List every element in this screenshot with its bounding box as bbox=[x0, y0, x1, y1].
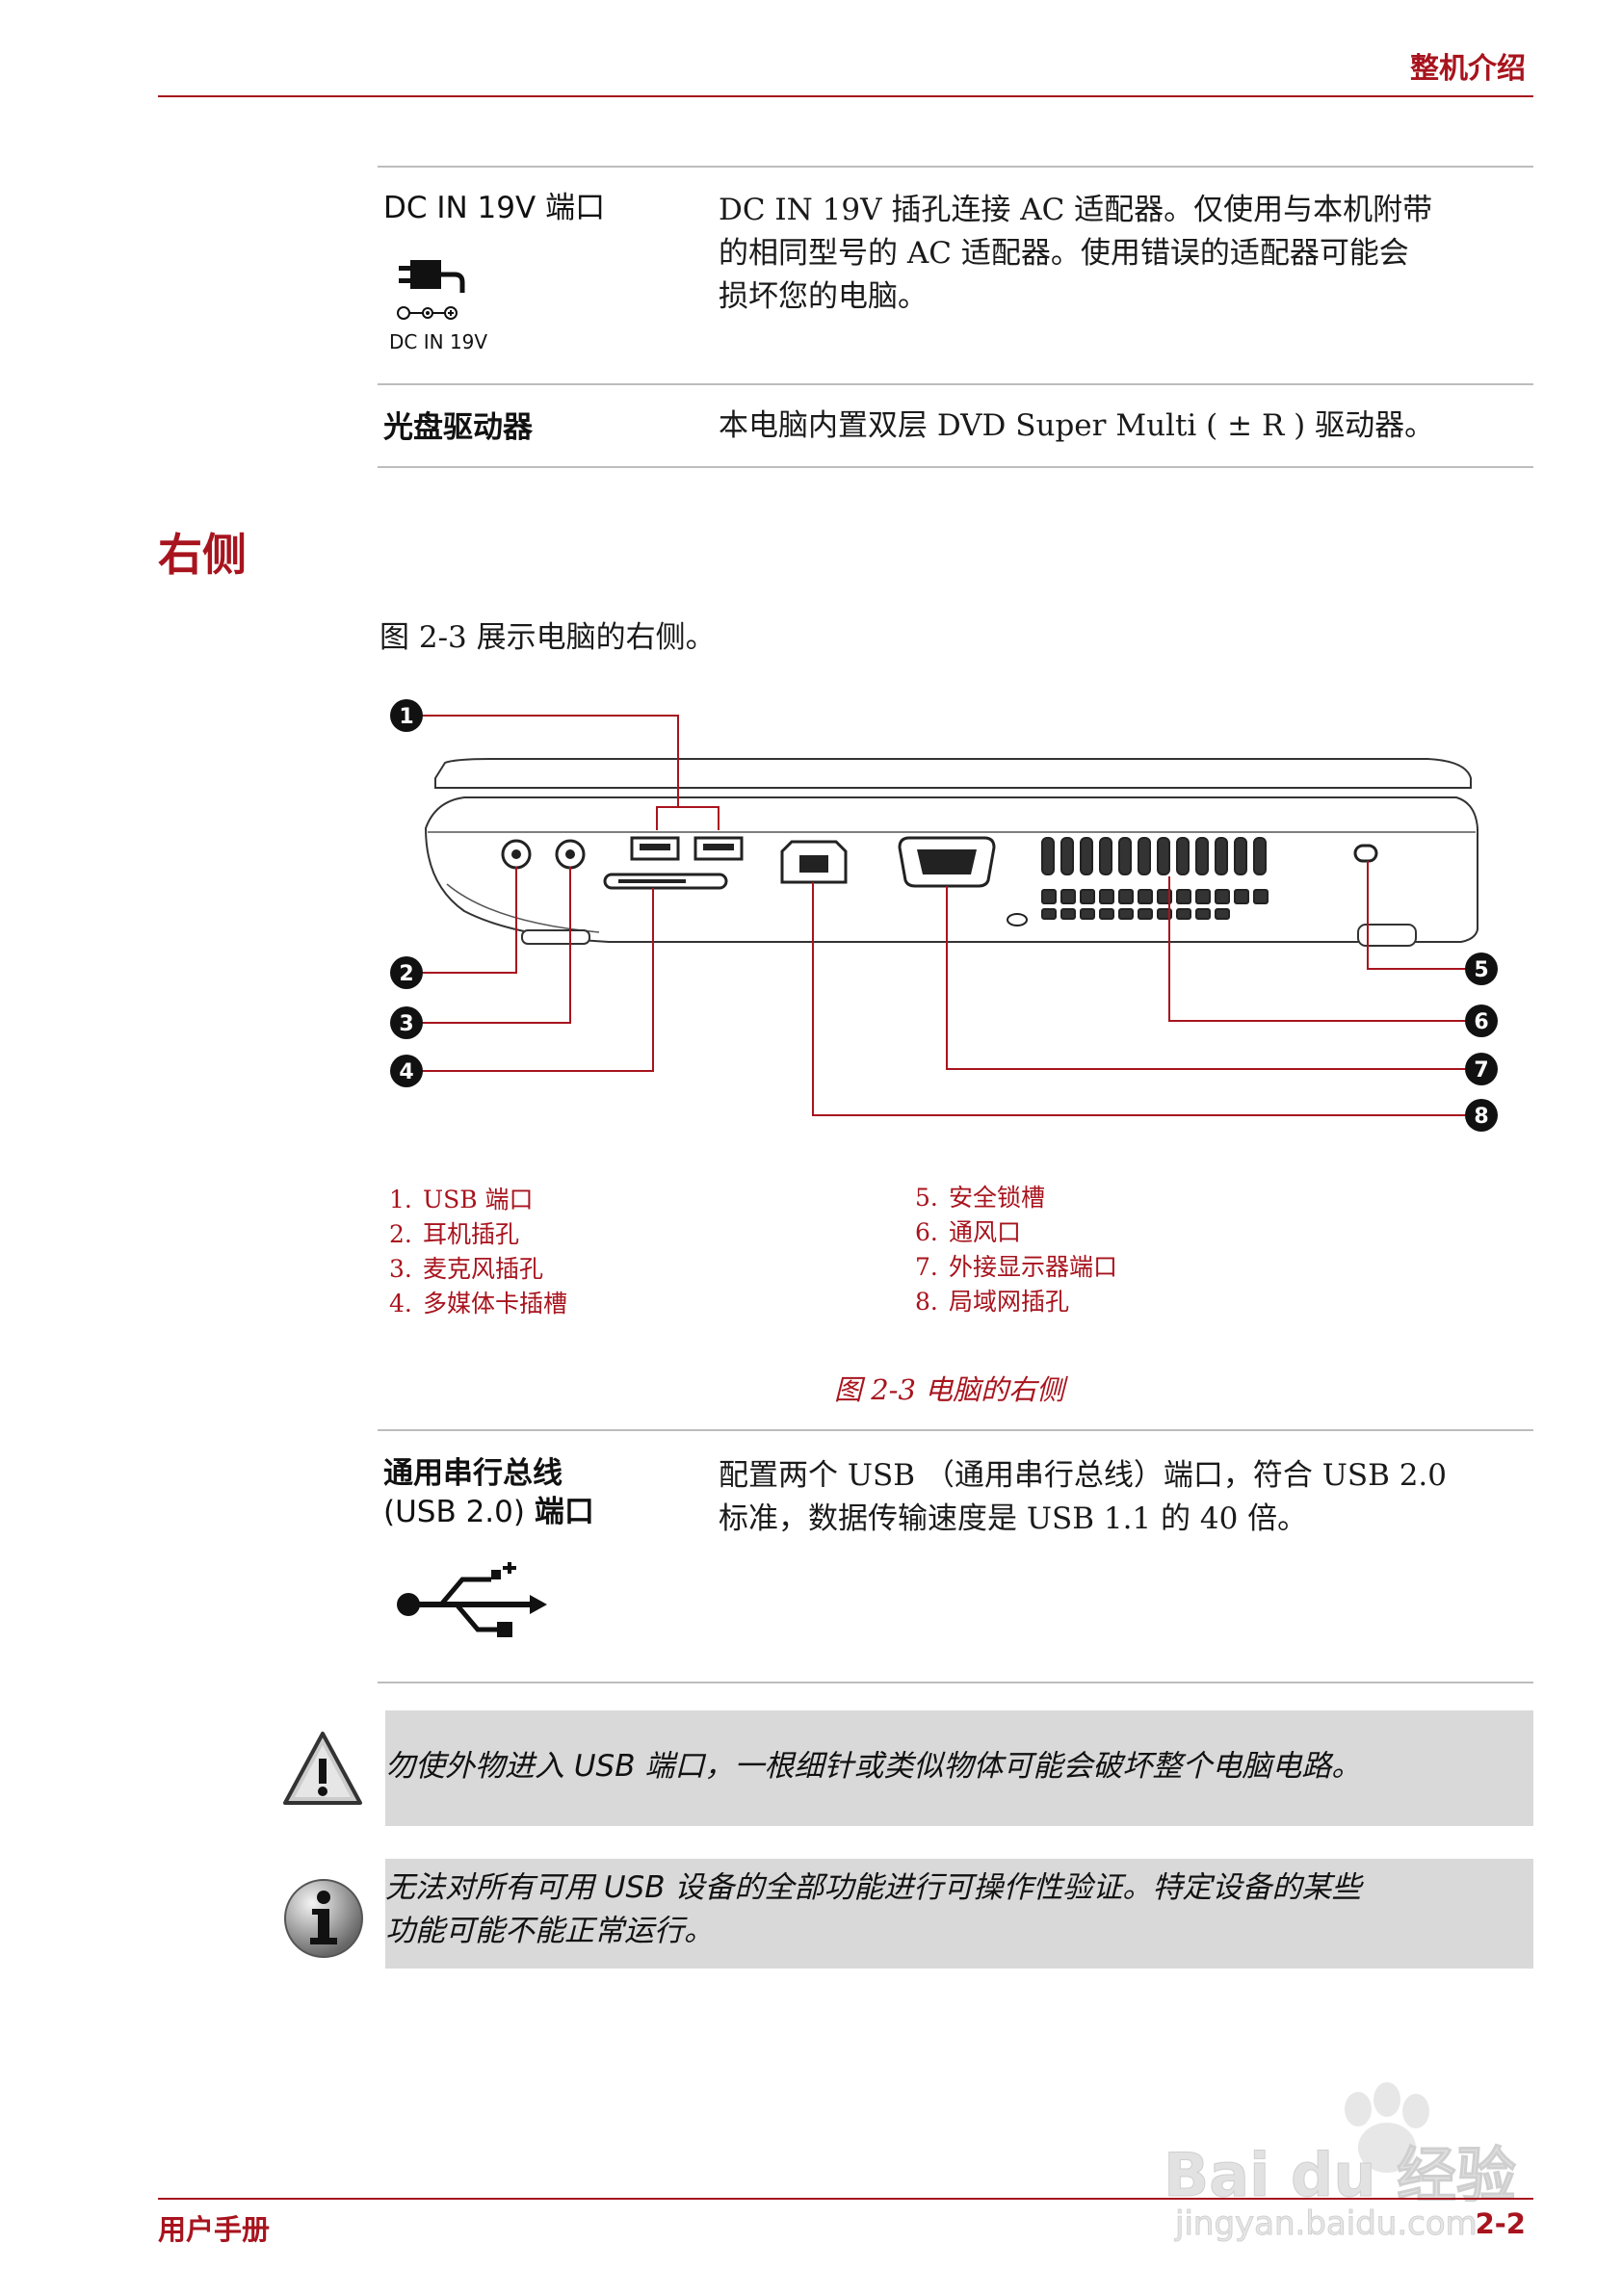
callout-2: 2 bbox=[390, 956, 423, 989]
desc-line: 的相同型号的 AC 适配器。使用错误的适配器可能会 bbox=[719, 236, 1409, 271]
legend-item: 4.多媒体卡插槽 bbox=[389, 1290, 568, 1318]
legend-item: 3.麦克风插孔 bbox=[389, 1255, 544, 1283]
intro-text: 图 2-3 展示电脑的右侧。 bbox=[379, 620, 716, 655]
callout-5: 5 bbox=[1465, 952, 1498, 985]
watermark-url: jingyan.baidu.com bbox=[1174, 2205, 1478, 2243]
desc-line: 损坏您的电脑。 bbox=[719, 279, 928, 314]
figure-legend-right: 5.安全锁槽 6.通风口 7.外接显示器端口 8.局域网插孔 bbox=[915, 1181, 1117, 1319]
footer-rule bbox=[158, 2198, 1533, 2200]
watermark-brand: Bai du 经验 bbox=[1164, 2140, 1516, 2210]
svg-text:1: 1 bbox=[399, 705, 413, 729]
info-icon bbox=[284, 1879, 363, 1958]
desc-line: 本电脑内置双层 DVD Super Multi ( ± R ) 驱动器。 bbox=[719, 408, 1435, 443]
legend-item: 6.通风口 bbox=[915, 1218, 1022, 1246]
usb-icon bbox=[397, 1562, 547, 1637]
section-title: 右侧 bbox=[158, 529, 247, 581]
legend-item: 5.安全锁槽 bbox=[915, 1184, 1046, 1212]
desc-line: 配置两个 USB （通用串行总线）端口，符合 USB 2.0 bbox=[719, 1458, 1448, 1493]
callout-8: 8 bbox=[1465, 1099, 1498, 1132]
laptop-lid bbox=[434, 758, 1472, 789]
desc-line: DC IN 19V 插孔连接 AC 适配器。仅使用与本机附带 bbox=[719, 193, 1433, 227]
warning-triangle-icon bbox=[283, 1732, 362, 1805]
legend-item: 7.外接显示器端口 bbox=[915, 1253, 1118, 1281]
table-rule bbox=[378, 466, 1533, 468]
callout-lines bbox=[406, 715, 1474, 1116]
table-rule bbox=[378, 1682, 1533, 1683]
callout-3: 3 bbox=[390, 1006, 423, 1039]
info-notice: 无法对所有可用 USB 设备的全部功能进行可操作性验证。特定设备的某些 功能可能… bbox=[385, 1859, 1533, 1969]
term-optical-drive: 光盘驱动器 bbox=[383, 410, 533, 445]
desc-dc-in: DC IN 19V 插孔连接 AC 适配器。仅使用与本机附带 的相同型号的 AC… bbox=[719, 189, 1528, 319]
security-lock-slot bbox=[1353, 844, 1378, 863]
term-usb: 通用串行总线 (USB 2.0) 端口 bbox=[383, 1454, 594, 1531]
svg-text:3: 3 bbox=[399, 1012, 413, 1036]
svg-text:8: 8 bbox=[1474, 1105, 1488, 1129]
callout-1: 1 bbox=[390, 699, 423, 732]
svg-text:6: 6 bbox=[1474, 1010, 1488, 1034]
callout-4: 4 bbox=[390, 1055, 423, 1087]
notice-line: 无法对所有可用 USB 设备的全部功能进行可操作性验证。特定设备的某些 bbox=[385, 1870, 1362, 1905]
notice-line: 功能可能不能正常运行。 bbox=[385, 1914, 714, 1948]
table-rule bbox=[378, 1429, 1533, 1431]
figure-caption: 图 2-3 电脑的右侧 bbox=[834, 1373, 1065, 1406]
legend-item: 2.耳机插孔 bbox=[389, 1220, 520, 1248]
legend-item: 8.局域网插孔 bbox=[915, 1288, 1070, 1316]
warning-notice: 勿使外物进入 USB 端口，一根细针或类似物体可能会破坏整个电脑电路。 bbox=[385, 1710, 1533, 1826]
legend-item: 1.USB 端口 bbox=[389, 1186, 534, 1213]
footer-manual-title: 用户手册 bbox=[158, 2213, 271, 2246]
laptop-right-side-figure: 1 2 3 4 5 6 7 8 bbox=[390, 699, 1498, 1132]
svg-text:4: 4 bbox=[399, 1060, 413, 1084]
term-usb-line1: 通用串行总线 bbox=[383, 1456, 562, 1491]
header-rule bbox=[158, 95, 1533, 97]
term-dc-in-label: DC IN 19V 端口 bbox=[383, 191, 606, 225]
notice-line: 勿使外物进入 USB 端口，一根细针或类似物体可能会破坏整个电脑电路。 bbox=[385, 1749, 1362, 1784]
desc-line: 标准，数据传输速度是 USB 1.1 的 40 倍。 bbox=[719, 1501, 1308, 1536]
table-rule bbox=[378, 166, 1533, 168]
svg-text:7: 7 bbox=[1474, 1058, 1488, 1083]
term-dc-in: DC IN 19V 端口 bbox=[383, 189, 605, 227]
running-header: 整机介绍 bbox=[1410, 52, 1526, 86]
desc-optical-drive: 本电脑内置双层 DVD Super Multi ( ± R ) 驱动器。 bbox=[719, 404, 1528, 448]
vent-grille bbox=[1041, 837, 1269, 920]
callout-6: 6 bbox=[1465, 1004, 1498, 1037]
svg-text:2: 2 bbox=[399, 962, 413, 986]
page-number: 2-2 bbox=[1475, 2207, 1526, 2240]
svg-text:5: 5 bbox=[1474, 958, 1488, 982]
table-rule bbox=[378, 383, 1533, 385]
callout-7: 7 bbox=[1465, 1053, 1498, 1085]
dc-in-icon-caption: DC IN 19V bbox=[389, 330, 487, 353]
dc-power-plug-icon: DC IN 19V bbox=[389, 260, 487, 353]
desc-usb: 配置两个 USB （通用串行总线）端口，符合 USB 2.0 标准，数据传输速度… bbox=[719, 1454, 1528, 1541]
term-usb-line2: (USB 2.0) 端口 bbox=[383, 1495, 594, 1529]
figure-legend-left: 1.USB 端口 2.耳机插孔 3.麦克风插孔 4.多媒体卡插槽 bbox=[389, 1183, 567, 1321]
